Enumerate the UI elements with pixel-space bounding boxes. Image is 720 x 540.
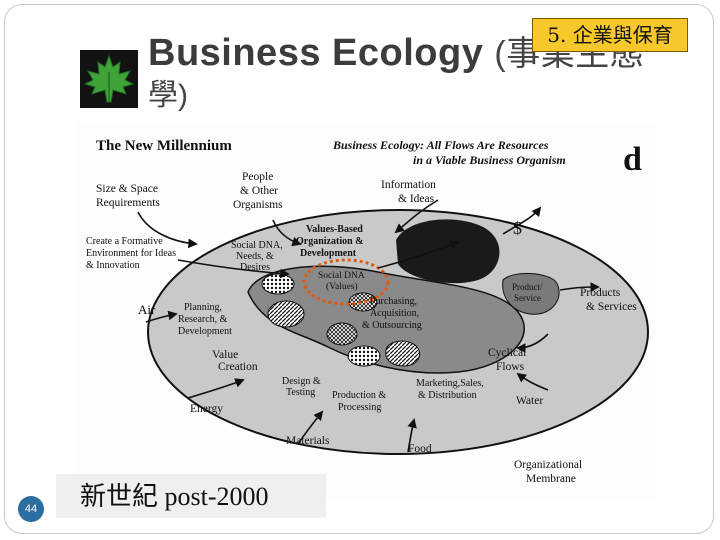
label-size-space-2: Requirements	[96, 197, 160, 209]
label-planning-1: Planning,	[184, 302, 222, 313]
pattern-oval-2	[267, 300, 305, 328]
label-dollar: $	[513, 218, 522, 238]
label-membrane-1: Organizational	[514, 459, 582, 471]
arrow-people	[272, 219, 302, 247]
maple-leaf-logo	[80, 50, 138, 108]
label-product-service-2: Service	[514, 293, 541, 303]
pattern-oval-3	[326, 322, 358, 346]
label-cyclical-1: Cyclical	[488, 347, 526, 359]
arrow-products	[559, 282, 600, 292]
label-formative-1: Create a Formative	[86, 236, 163, 247]
label-air: Air	[138, 302, 156, 317]
label-purchasing-1: Purchasing,	[370, 296, 417, 307]
business-ecology-figure: The New Millennium Business Ecology: All…	[78, 122, 655, 498]
label-cyclical-2: Flows	[496, 361, 525, 373]
arrow-water	[516, 372, 549, 391]
label-information-2: & Ideas	[398, 193, 435, 205]
label-social-dna-1: Social DNA,	[231, 240, 283, 251]
section-tag: 5. 企業與保育	[532, 18, 688, 52]
label-formative-2: Environment for Ideas	[86, 248, 176, 259]
label-social-dna-2: Needs, &	[236, 251, 274, 262]
label-production-2: Processing	[338, 402, 381, 413]
pattern-oval-4	[347, 345, 381, 367]
product-service-region	[502, 273, 560, 315]
label-formative-3: & Innovation	[86, 260, 140, 271]
label-planning-2: Research, &	[178, 314, 228, 325]
arrow-air	[145, 310, 178, 323]
business-ecology-diagram: The New Millennium Business Ecology: All…	[86, 138, 649, 485]
label-social-dna-values-2: (Values)	[326, 281, 358, 292]
slide-caption: 新世紀 post-2000	[56, 474, 326, 518]
value-creation-region	[247, 265, 525, 374]
label-marketing-1: Marketing,Sales,	[416, 378, 484, 389]
label-products-1: Products	[580, 287, 621, 299]
label-values-based-3: Development	[300, 248, 357, 259]
label-value-creation-2: Creation	[218, 361, 258, 373]
label-design-2: Testing	[286, 387, 315, 398]
label-product-service-1: Product/	[512, 282, 543, 292]
pattern-oval-1	[261, 273, 295, 295]
label-values-based-1: Values-Based	[306, 224, 363, 235]
slide-title-line2: 學)	[148, 79, 188, 112]
arrow-materials	[297, 410, 324, 445]
label-products-2: & Services	[586, 301, 637, 313]
arrow-dollar	[502, 206, 542, 235]
label-size-space-1: Size & Space	[96, 183, 158, 195]
label-production-1: Production &	[332, 390, 386, 401]
label-people-3: Organisms	[233, 199, 283, 211]
arrow-cyclical	[516, 333, 549, 353]
label-energy: Energy	[190, 403, 223, 415]
label-purchasing-3: & Outsourcing	[362, 320, 422, 331]
label-design-1: Design &	[282, 376, 321, 387]
label-value-creation-1: Value	[212, 349, 238, 361]
arrow-social-dna	[377, 240, 460, 269]
arrow-formative	[177, 259, 290, 279]
arrow-information	[394, 199, 439, 234]
label-materials: Materials	[286, 435, 330, 447]
figure-corner-letter: d	[623, 141, 642, 178]
label-information-1: Information	[381, 179, 436, 191]
arrow-food	[407, 418, 417, 453]
label-people-2: & Other	[240, 185, 278, 197]
title-english: Business Ecology	[148, 32, 495, 74]
maple-leaf-icon	[83, 54, 135, 103]
label-food: Food	[408, 443, 432, 455]
pattern-oval-5	[348, 292, 378, 312]
label-values-based-2: Organization &	[296, 236, 364, 247]
arrow-energy	[187, 378, 245, 399]
dark-blob	[396, 219, 500, 284]
label-people-1: People	[242, 171, 273, 183]
slide-frame	[4, 4, 714, 534]
figure-header-left: The New Millennium	[96, 138, 232, 154]
figure-header-right-2: in a Viable Business Organism	[413, 153, 566, 167]
label-social-dna-3: Desires	[240, 262, 270, 273]
pattern-oval-6	[385, 340, 420, 367]
label-water: Water	[516, 395, 543, 407]
label-planning-3: Development	[178, 326, 232, 337]
social-dna-highlight	[302, 258, 390, 306]
arrow-size-space	[137, 211, 198, 249]
label-social-dna-values-1: Social DNA	[318, 271, 365, 281]
figure-header-right-1: Business Ecology: All Flows Are Resource…	[332, 138, 549, 152]
label-marketing-2: & Distribution	[418, 390, 477, 401]
page-number-badge: 44	[18, 496, 44, 522]
label-purchasing-2: Acquisition,	[370, 308, 419, 319]
label-membrane-2: Membrane	[526, 473, 576, 485]
